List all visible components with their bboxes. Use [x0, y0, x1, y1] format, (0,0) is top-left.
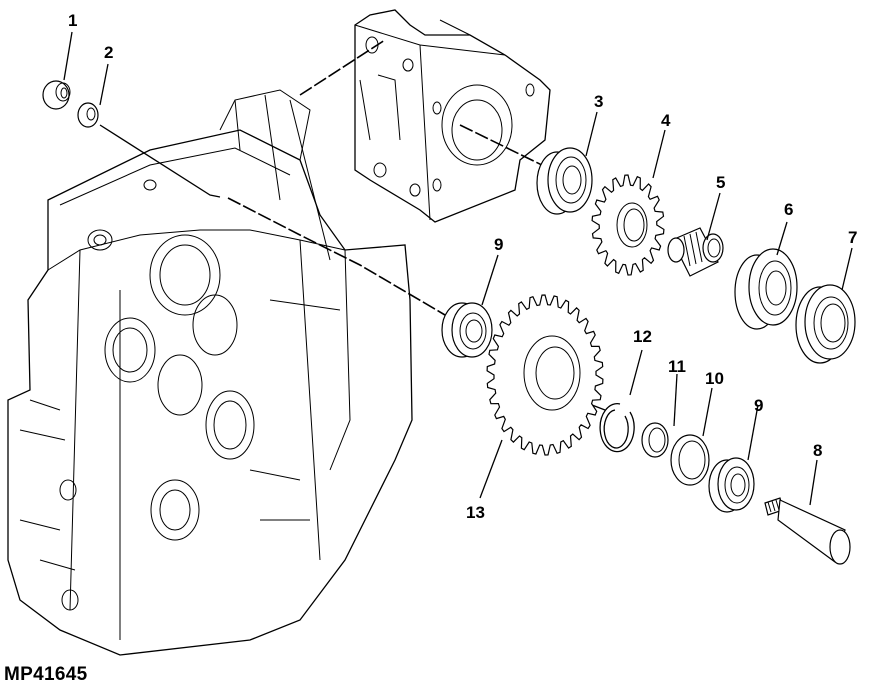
callout-5: 5 [716, 173, 725, 192]
callout-10: 10 [705, 369, 724, 388]
part-13-large-gear [486, 294, 604, 456]
part-7-oil-seal [795, 284, 856, 364]
callout-4: 4 [661, 111, 671, 130]
assembly-line-bearing3 [459, 124, 549, 169]
callout-9-lower: 9 [754, 396, 763, 415]
callout-13: 13 [466, 503, 485, 522]
part-10-washer [670, 434, 710, 486]
part-9-bearing-lower [708, 457, 755, 513]
callout-6: 6 [784, 200, 793, 219]
part-3-bearing [536, 147, 593, 215]
part-5-needle-bearing [667, 227, 724, 277]
callout-8: 8 [813, 441, 822, 460]
leader-lines [63, 31, 853, 506]
part-8-shaft [764, 497, 851, 565]
transmission-case [7, 89, 413, 656]
part-12-snap-ring [599, 403, 635, 453]
part-4-spur-gear [591, 174, 665, 276]
part-9-bearing-upper [441, 302, 493, 358]
callout-3: 3 [594, 92, 603, 111]
gear-housing [354, 9, 551, 223]
part-2-lock-washer [77, 102, 99, 128]
callout-2: 2 [104, 43, 113, 62]
figure-id: MP41645 [4, 664, 88, 685]
callout-11: 11 [668, 357, 686, 376]
callout-1: 1 [68, 11, 77, 30]
part-11-bushing [641, 422, 669, 458]
callout-labels: 1 2 3 4 5 6 7 8 9 10 11 12 13 9 [68, 11, 857, 522]
callout-7: 7 [848, 228, 857, 247]
callout-12: 12 [633, 327, 652, 346]
assembly-line-bearing9 [227, 197, 446, 316]
callout-9-upper: 9 [494, 235, 503, 254]
assembly-line-nut [99, 124, 221, 198]
part-6-bearing [734, 248, 798, 330]
part-1-nut [42, 80, 71, 110]
assembly-line-upper [299, 39, 386, 96]
